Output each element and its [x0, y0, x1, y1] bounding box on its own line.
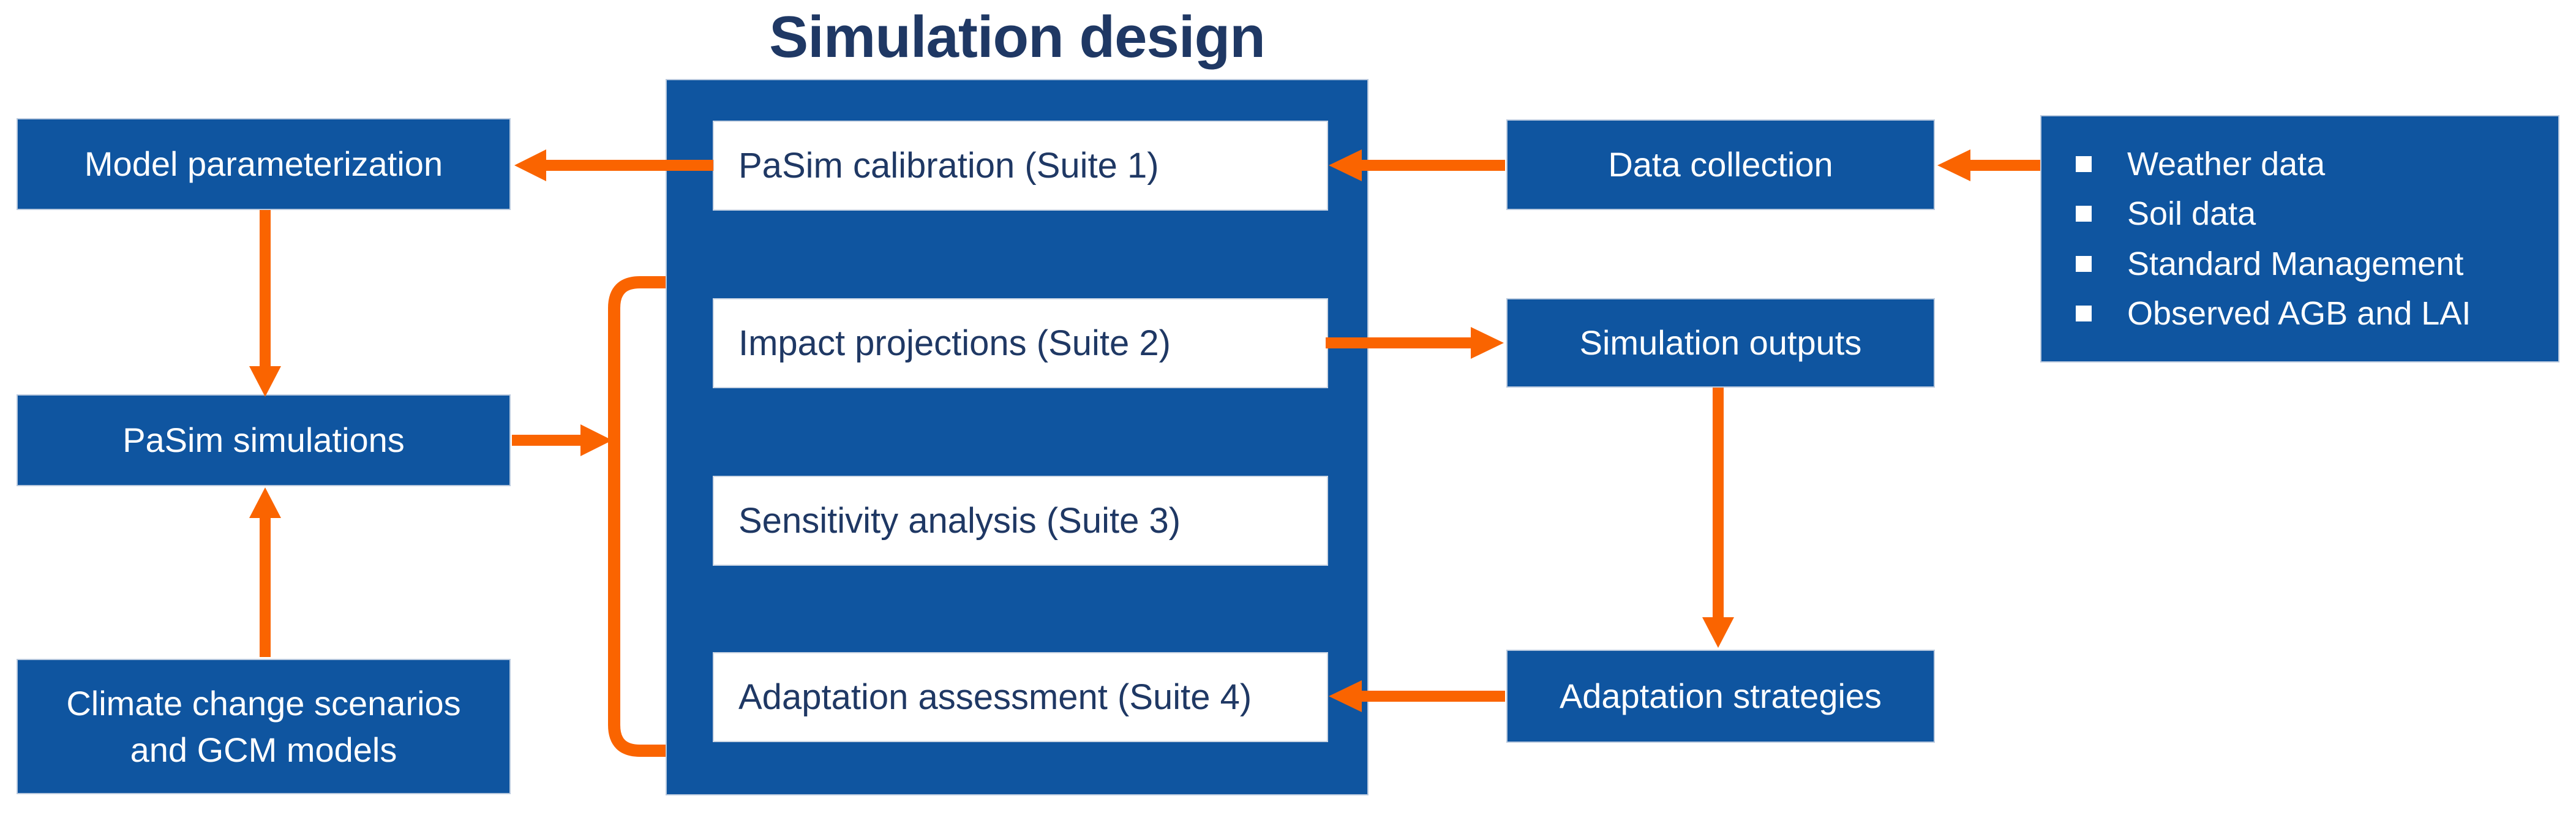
suite-impact-projections-label: Impact projections (Suite 2) — [738, 323, 1171, 363]
box-simulation-outputs-label: Simulation outputs — [1579, 323, 1862, 362]
box-adaptation-strategies-label: Adaptation strategies — [1559, 676, 1882, 715]
box-model-parameterization: Model parameterization — [17, 118, 511, 210]
suite-pasim-calibration: PaSim calibration (Suite 1) — [713, 121, 1328, 211]
input-item-standard-management: Standard Management — [2127, 245, 2464, 282]
climate-scenarios-line-1: Climate change scenarios — [66, 683, 461, 723]
box-climate-change-scenarios: Climate change scenarios and GCM models — [17, 659, 511, 794]
list-item: Soil data — [2076, 195, 2546, 233]
suite-impact-projections: Impact projections (Suite 2) — [713, 298, 1328, 388]
box-climate-change-scenarios-label: Climate change scenarios and GCM models — [66, 680, 460, 773]
list-item: Standard Management — [2076, 245, 2546, 283]
box-adaptation-strategies: Adaptation strategies — [1506, 650, 1935, 743]
suite-sensitivity-analysis-label: Sensitivity analysis (Suite 3) — [738, 501, 1181, 541]
bullet-square-icon — [2076, 305, 2092, 321]
suite-sensitivity-analysis: Sensitivity analysis (Suite 3) — [713, 476, 1328, 566]
arrow-inputs-to-datacollection — [1937, 149, 2040, 181]
suite-adaptation-assessment: Adaptation assessment (Suite 4) — [713, 652, 1328, 742]
box-data-collection: Data collection — [1506, 119, 1935, 210]
box-data-collection-label: Data collection — [1608, 145, 1833, 184]
suite-adaptation-assessment-label: Adaptation assessment (Suite 4) — [738, 677, 1252, 717]
arrow-parameterization-to-simulations — [249, 210, 281, 397]
climate-scenarios-line-2: and GCM models — [130, 730, 397, 769]
box-pasim-simulations: PaSim simulations — [17, 394, 511, 486]
arrow-climate-to-simulations — [249, 487, 281, 657]
simulation-design-panel: PaSim calibration (Suite 1) Impact proje… — [666, 79, 1369, 795]
box-pasim-simulations-label: PaSim simulations — [122, 420, 405, 459]
arrow-simulations-to-bracket — [512, 424, 612, 456]
box-simulation-outputs: Simulation outputs — [1506, 298, 1935, 388]
bracket-connector — [608, 276, 666, 757]
bullet-square-icon — [2076, 255, 2092, 272]
input-item-weather-data: Weather data — [2127, 146, 2326, 183]
list-item: Weather data — [2076, 145, 2546, 183]
diagram-title: Simulation design — [769, 4, 1266, 70]
suite-pasim-calibration-label: PaSim calibration (Suite 1) — [738, 146, 1159, 186]
list-item: Observed AGB and LAI — [2076, 295, 2546, 332]
box-model-parameterization-label: Model parameterization — [84, 144, 443, 183]
box-input-data-list: Weather data Soil data Standard Manageme… — [2040, 115, 2559, 362]
input-item-observed-agb-lai: Observed AGB and LAI — [2127, 295, 2471, 332]
arrow-outputs-to-strategies — [1702, 388, 1734, 648]
bullet-square-icon — [2076, 156, 2092, 173]
input-item-soil-data: Soil data — [2127, 195, 2256, 233]
bullet-square-icon — [2076, 206, 2092, 222]
